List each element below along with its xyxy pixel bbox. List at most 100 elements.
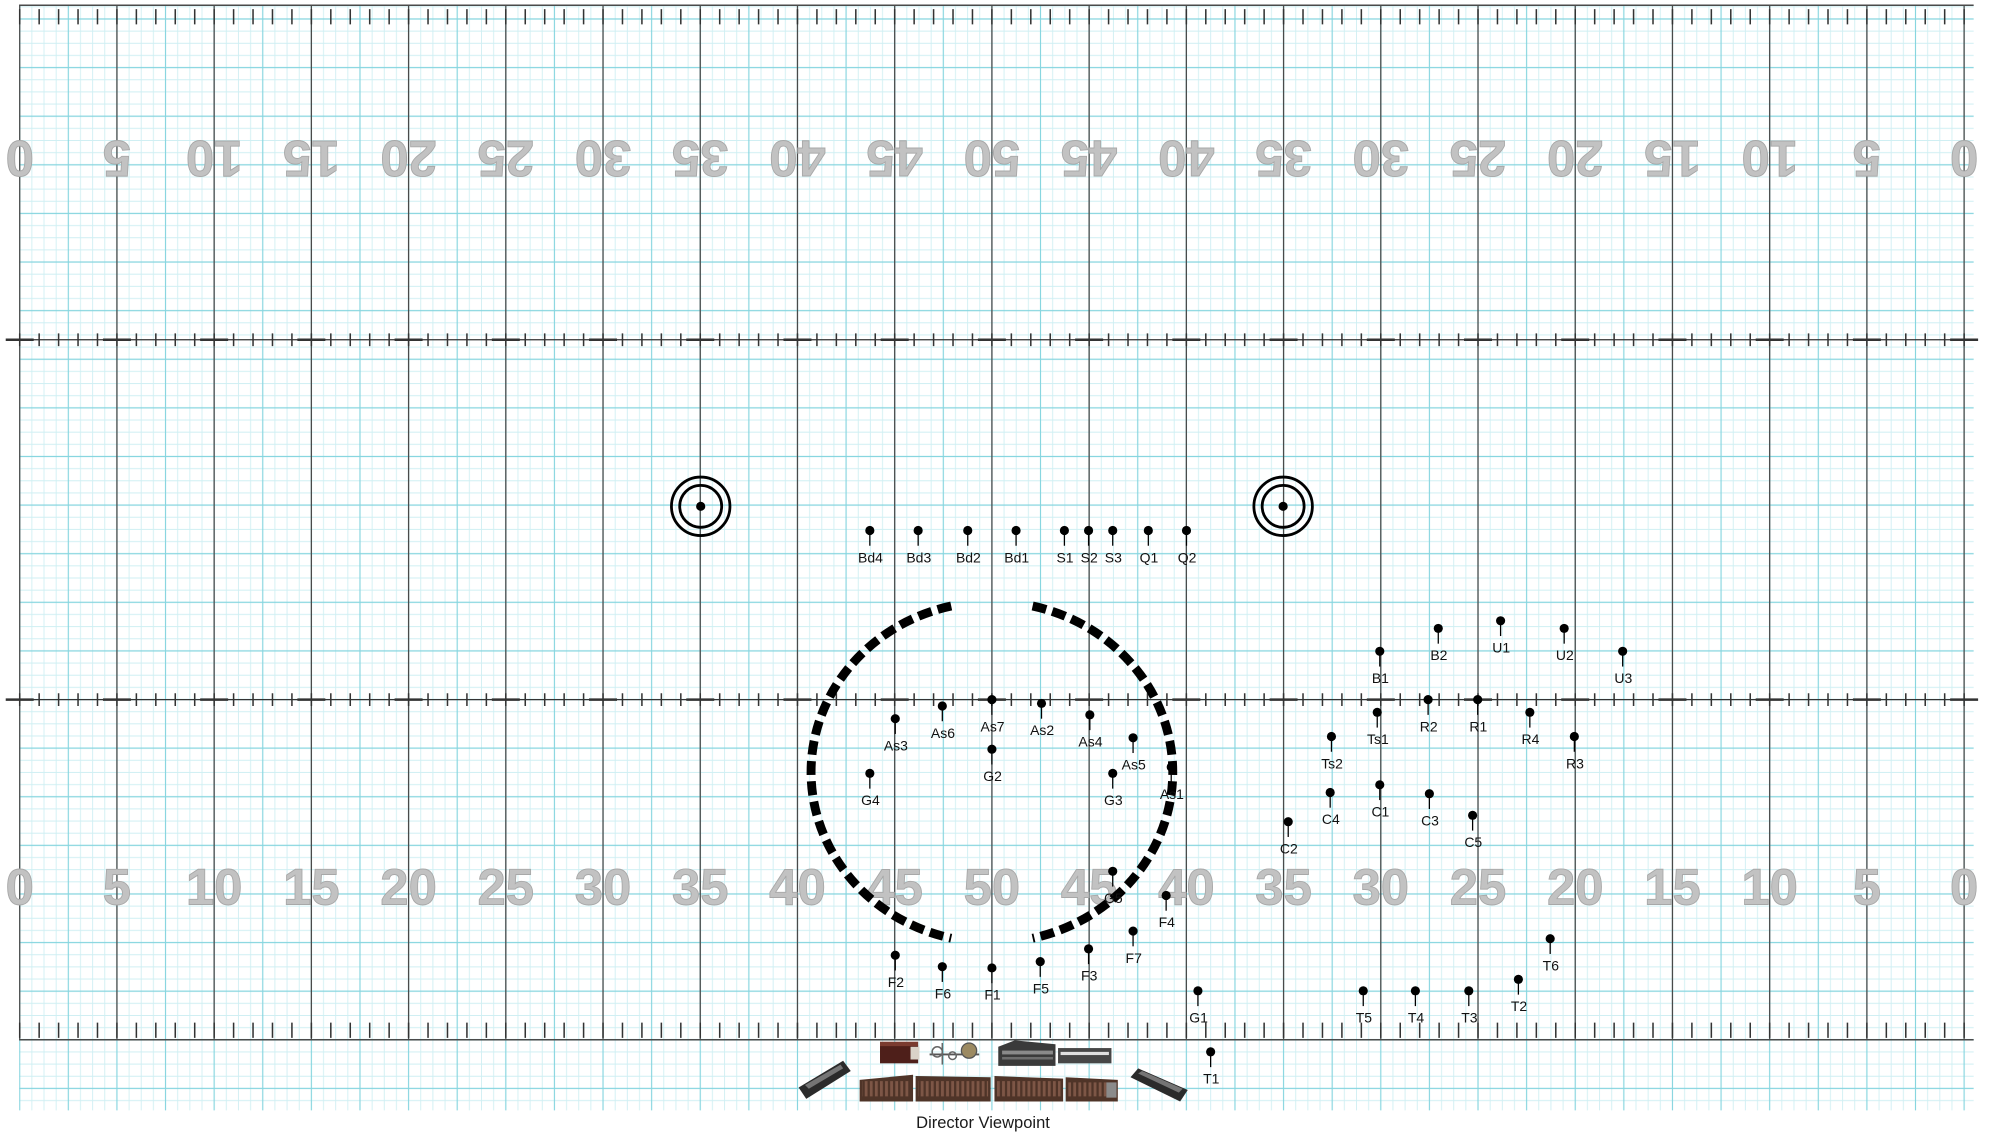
yard-number-bottom: 15: [283, 858, 340, 915]
marimba-end: [1106, 1082, 1116, 1097]
performer-dot: [1206, 1047, 1215, 1056]
performer-dot: [1570, 732, 1579, 741]
yard-number-top: 40: [1158, 130, 1215, 187]
performer-dot: [1193, 986, 1202, 995]
performer-dot: [963, 526, 972, 535]
performer-label: C5: [1464, 834, 1482, 850]
performer-label: U3: [1614, 670, 1632, 686]
yard-number-top: 45: [866, 130, 923, 187]
performer-label: T2: [1511, 998, 1528, 1014]
performer-label: As3: [884, 737, 908, 753]
performer-label: Q1: [1140, 549, 1159, 565]
performer-label: Bd1: [1004, 549, 1029, 565]
performer-label: S1: [1056, 549, 1073, 565]
yard-number-top: 30: [575, 130, 632, 187]
yard-number-bottom: 35: [672, 858, 729, 915]
performer-label: R4: [1522, 731, 1540, 747]
performer-dot: [1108, 769, 1117, 778]
performer-dot: [1284, 817, 1293, 826]
yard-number-top: 20: [380, 130, 437, 187]
performer-dot: [1464, 986, 1473, 995]
yard-number-bottom: 10: [1741, 858, 1798, 915]
pit-marimba: [1066, 1077, 1118, 1101]
performer-dot: [1327, 732, 1336, 741]
yard-number-bottom: 20: [1547, 858, 1604, 915]
yard-number-bottom: 5: [103, 858, 131, 915]
performer-dot: [1375, 647, 1384, 656]
performer-dot: [987, 695, 996, 704]
marimba-bars: [918, 1081, 988, 1096]
performer-dot: [1473, 695, 1482, 704]
pit-vibraphone: [998, 1040, 1055, 1065]
performer-label: T6: [1543, 957, 1560, 973]
performer-label: Bd4: [858, 549, 883, 565]
yard-number-top: 10: [186, 130, 243, 187]
synth-keys: [1061, 1052, 1109, 1055]
yard-number-top: 0: [6, 130, 34, 187]
performer-dot: [1037, 699, 1046, 708]
yard-number-bottom: 35: [1255, 858, 1312, 915]
performer-dot: [987, 963, 996, 972]
performer-dot: [1514, 975, 1523, 984]
yard-number-bottom: 10: [186, 858, 243, 915]
performer-dot: [987, 745, 996, 754]
performer-dot: [1084, 944, 1093, 953]
yard-number-bottom: 0: [6, 858, 34, 915]
yard-number-top: 45: [1061, 130, 1118, 187]
performer-dot: [1085, 710, 1094, 719]
yard-number-bottom: 50: [964, 858, 1021, 915]
performer-label: As6: [931, 725, 955, 741]
performer-label: Ts2: [1321, 755, 1343, 771]
performer-dot: [914, 526, 923, 535]
performer-label: As5: [1122, 757, 1146, 773]
performer-label: Q2: [1178, 549, 1197, 565]
yard-number-bottom: 0: [1950, 858, 1978, 915]
performer-label: Bd2: [956, 549, 981, 565]
performer-label: G2: [983, 768, 1002, 784]
performer-dot: [865, 526, 874, 535]
yard-number-top: 0: [1950, 130, 1978, 187]
performer-label: F6: [935, 985, 952, 1001]
pit-marimba: [994, 1076, 1063, 1101]
case-lid: [880, 1042, 918, 1046]
marimba-bars: [862, 1081, 910, 1096]
performer-label: Bd3: [906, 549, 931, 565]
performer-dot: [1167, 762, 1176, 771]
yard-number-top: 25: [1450, 130, 1507, 187]
performer-dot: [1411, 986, 1420, 995]
performer-dot: [1424, 695, 1433, 704]
pit-marimba: [916, 1076, 991, 1101]
performer-label: G3: [1104, 792, 1123, 808]
performer-label: F3: [1081, 968, 1098, 984]
performer-label: C2: [1280, 840, 1298, 856]
top-sideline-ticks: [20, 9, 1964, 24]
performer-label: F4: [1159, 914, 1176, 930]
performer-dot: [1373, 708, 1382, 717]
yard-number-top: 35: [1255, 130, 1312, 187]
performer-dot: [1128, 733, 1137, 742]
performer-label: As7: [981, 718, 1005, 734]
yard-number-bottom: 30: [1353, 858, 1410, 915]
performer-dot: [1128, 926, 1137, 935]
performer-label: Ts1: [1367, 731, 1389, 747]
yard-number-top: 5: [1853, 130, 1881, 187]
yard-number-bottom: 20: [380, 858, 437, 915]
performer-dot: [1144, 526, 1153, 535]
performer-label: As1: [1160, 786, 1184, 802]
yard-number-top: 10: [1741, 130, 1798, 187]
yard-number-top: 5: [103, 130, 131, 187]
pit-synthesizer: [1058, 1048, 1111, 1063]
performer-label: C1: [1371, 804, 1389, 820]
performer-label: B2: [1430, 647, 1447, 663]
performer-dot: [1560, 624, 1569, 633]
performer-label: G4: [861, 792, 880, 808]
yard-number-bottom: 5: [1853, 858, 1881, 915]
target-marker-left: [671, 477, 729, 535]
performer-label: C3: [1421, 813, 1439, 829]
yard-number-bottom: 15: [1644, 858, 1701, 915]
performer-dot: [1434, 624, 1443, 633]
target-center-dot: [1279, 502, 1288, 511]
performer-label: S2: [1081, 549, 1098, 565]
performer-label: G1: [1189, 1010, 1208, 1026]
